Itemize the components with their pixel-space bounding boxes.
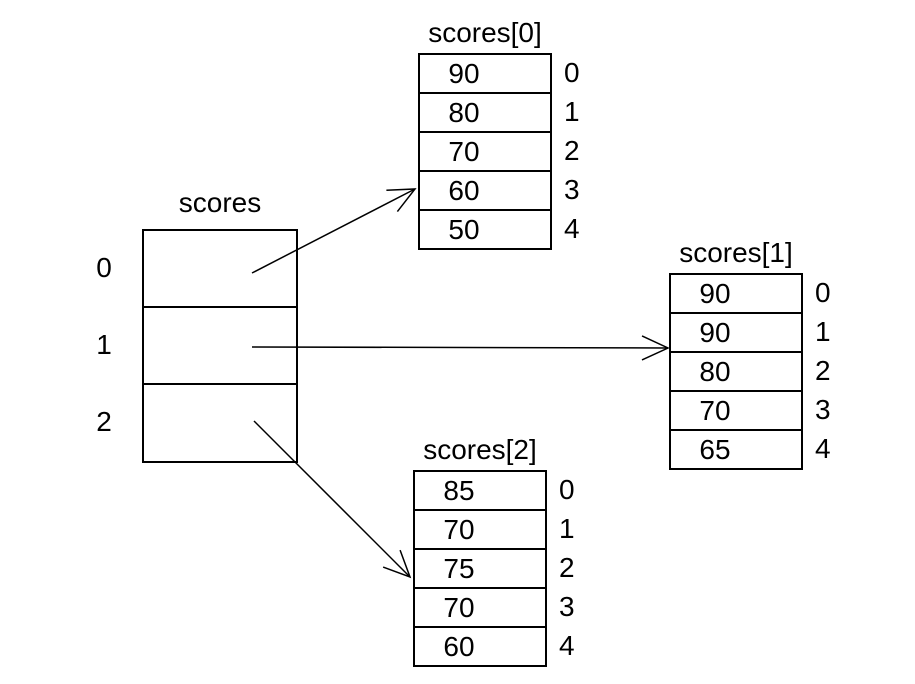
cell-value: 80 [699,355,731,387]
cell-value: 60 [448,174,480,206]
table-row: 70 [415,589,545,628]
table-row: 65 [671,431,801,468]
table-row: 60 [420,172,550,211]
outer-array: scores [142,183,298,463]
cell-value: 70 [448,135,480,167]
cell-value: 90 [699,277,731,309]
cell-value: 90 [448,57,480,89]
outer-cell-0 [144,231,296,308]
subarray-scores0-index-column: 0 1 2 3 4 [564,53,604,248]
subarray-scores1-title: scores[1] [679,237,793,268]
table-row: 60 [415,628,545,665]
cell-value: 75 [443,552,475,584]
outer-index-label: 1 [96,329,112,360]
cell-value: 80 [448,96,480,128]
table-row: 80 [671,353,801,392]
table-row: 85 [415,472,545,511]
index-label: 2 [564,135,580,166]
outer-cell-2 [144,385,296,460]
subarray-scores0: scores[0] 90 80 70 60 50 0 1 2 3 4 [418,17,580,250]
cell-value: 90 [699,316,731,348]
index-label: 1 [564,96,580,127]
index-label: 2 [559,552,575,583]
outer-array-title: scores [178,187,262,218]
cell-value: 70 [443,591,475,623]
index-label: 4 [559,630,575,661]
index-label: 0 [559,474,575,505]
subarray-scores0-title: scores[0] [428,17,542,48]
cell-value: 70 [443,513,475,545]
outer-index-column: 0 1 2 [86,229,122,460]
cell-value: 65 [699,433,731,465]
outer-array-box [142,229,298,463]
arrow-to-scores1 [251,335,670,361]
index-label: 0 [564,57,580,88]
outer-index-label: 0 [96,252,112,283]
index-label: 1 [815,316,831,347]
subarray-scores2: scores[2] 85 70 75 70 60 0 1 2 3 4 [413,434,575,667]
table-row: 90 [671,314,801,353]
index-label: 3 [559,591,575,622]
cell-value: 70 [699,394,731,426]
table-row: 70 [420,133,550,172]
outer-index-label: 2 [96,406,112,437]
table-row: 80 [420,94,550,133]
table-row: 70 [415,511,545,550]
cell-value: 60 [443,630,475,662]
index-label: 1 [559,513,575,544]
index-label: 4 [564,213,580,244]
subarray-scores2-index-column: 0 1 2 3 4 [559,470,599,665]
table-row: 90 [671,275,801,314]
subarray-scores0-table: 90 80 70 60 50 [418,53,552,250]
subarray-scores1-table: 90 90 80 70 65 [669,273,803,470]
table-row: 50 [420,211,550,248]
subarray-scores1-index-column: 0 1 2 3 4 [815,273,855,468]
index-label: 4 [815,433,831,464]
table-row: 75 [415,550,545,589]
index-label: 0 [815,277,831,308]
index-label: 3 [815,394,831,425]
cell-value: 50 [448,213,480,245]
subarray-scores1: scores[1] 90 90 80 70 65 0 1 2 3 4 [669,237,831,470]
subarray-scores2-table: 85 70 75 70 60 [413,470,547,667]
index-label: 2 [815,355,831,386]
table-row: 70 [671,392,801,431]
table-row: 90 [420,55,550,94]
outer-cell-1 [144,308,296,385]
cell-value: 85 [443,474,475,506]
subarray-scores2-title: scores[2] [423,434,537,465]
index-label: 3 [564,174,580,205]
